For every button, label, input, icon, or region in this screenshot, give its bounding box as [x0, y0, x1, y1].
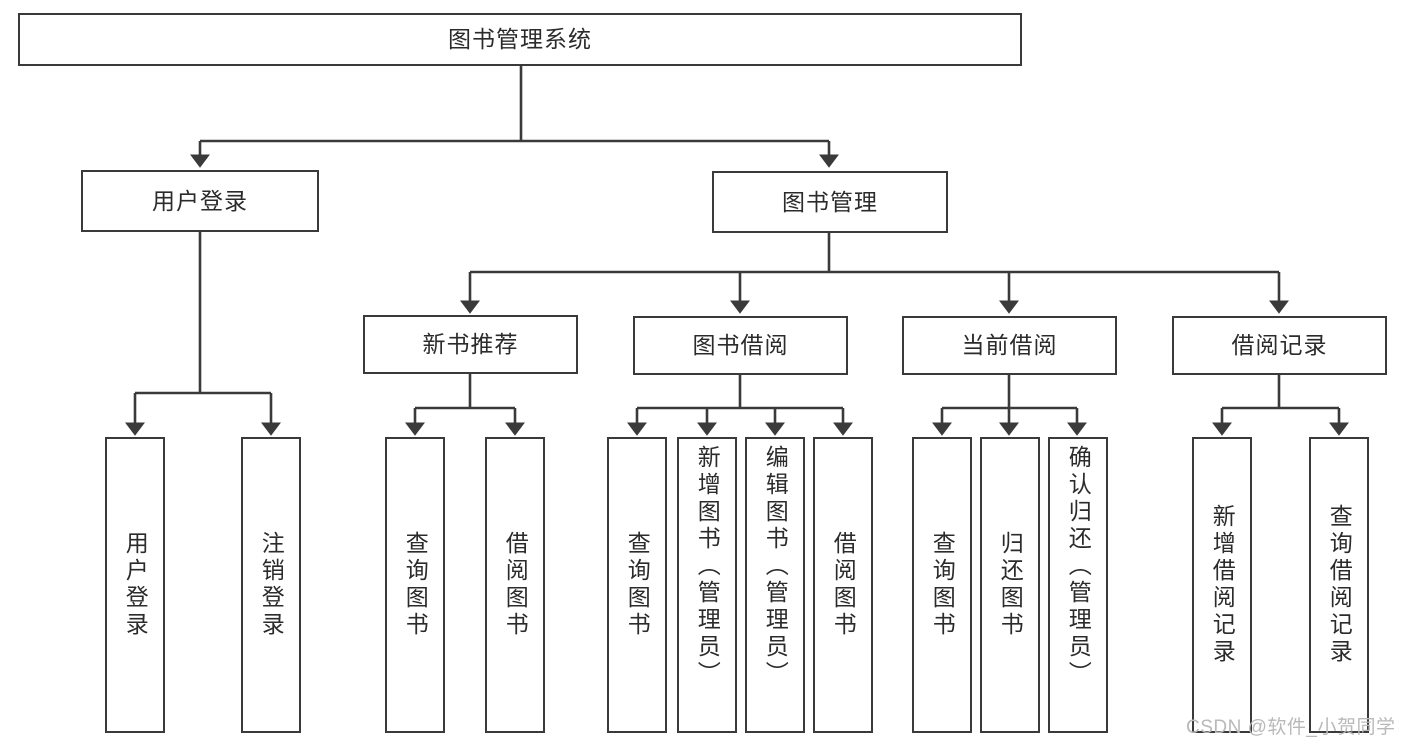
node-current-borrow[interactable]: 当前借阅 [902, 316, 1117, 375]
node-label: 查询图书 [402, 531, 429, 639]
node-label: 新增图书（管理员） [694, 445, 721, 688]
node-label: 用户登录 [152, 187, 248, 214]
node-leaf-return-book[interactable]: 归还图书 [980, 437, 1040, 733]
node-leaf-edit-book[interactable]: 编辑图书（管理员） [745, 437, 805, 733]
node-leaf-user-login[interactable]: 用户登录 [105, 437, 165, 733]
node-label: 归还图书 [997, 531, 1024, 639]
node-label: 借阅图书 [830, 531, 857, 639]
node-root-system[interactable]: 图书管理系统 [18, 13, 1022, 66]
node-label: 借阅图书 [502, 531, 529, 639]
node-label: 确认归还（管理员） [1065, 445, 1092, 688]
node-leaf-borrow-book-1[interactable]: 借阅图书 [485, 437, 545, 733]
node-leaf-query-book-2[interactable]: 查询图书 [607, 437, 667, 733]
node-book-manage[interactable]: 图书管理 [712, 171, 948, 233]
node-new-book-recommend[interactable]: 新书推荐 [363, 315, 578, 374]
node-label: 用户登录 [122, 531, 149, 639]
node-leaf-confirm-return[interactable]: 确认归还（管理员） [1048, 437, 1108, 733]
node-label: 查询借阅记录 [1326, 504, 1353, 666]
node-leaf-query-record[interactable]: 查询借阅记录 [1309, 437, 1369, 733]
node-user-login[interactable]: 用户登录 [81, 170, 319, 232]
node-label: 查询图书 [624, 531, 651, 639]
node-leaf-add-book[interactable]: 新增图书（管理员） [677, 437, 737, 733]
node-label: 编辑图书（管理员） [762, 445, 789, 688]
node-label: 注销登录 [258, 531, 285, 639]
node-leaf-borrow-book-2[interactable]: 借阅图书 [813, 437, 873, 733]
node-label: 图书管理 [782, 188, 878, 215]
node-leaf-logout-login[interactable]: 注销登录 [241, 437, 301, 733]
node-label: 图书借阅 [692, 332, 789, 359]
node-book-borrow[interactable]: 图书借阅 [633, 316, 848, 375]
node-label: 新书推荐 [422, 331, 519, 358]
csdn-watermark: CSDN @软件_小贺同学 [1186, 717, 1396, 738]
node-label: 新增借阅记录 [1209, 504, 1236, 666]
node-label: 查询图书 [929, 531, 956, 639]
node-leaf-add-record[interactable]: 新增借阅记录 [1192, 437, 1252, 733]
node-label: 图书管理系统 [448, 26, 592, 53]
node-leaf-query-book-3[interactable]: 查询图书 [912, 437, 972, 733]
node-leaf-query-book-1[interactable]: 查询图书 [385, 437, 445, 733]
node-label: 当前借阅 [961, 332, 1058, 359]
node-borrow-record[interactable]: 借阅记录 [1172, 316, 1387, 375]
node-label: 借阅记录 [1231, 332, 1328, 359]
